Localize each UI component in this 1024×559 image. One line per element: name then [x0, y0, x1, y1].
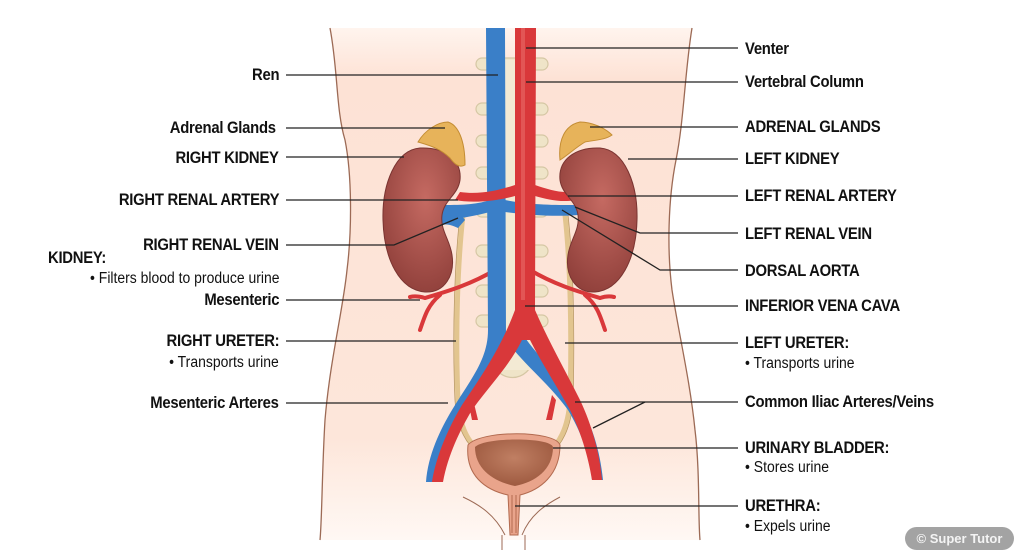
leader-lines-right — [515, 47, 738, 507]
label-vertebral-column: Vertebral Column — [745, 73, 864, 91]
label-dorsal-aorta: DORSAL AORTA — [745, 262, 860, 280]
label-right-kidney: RIGHT KIDNEY — [175, 149, 279, 167]
label-kidney-note: • Filters blood to produce urine — [89, 270, 279, 287]
label-right-renal-artery: RIGHT RENAL ARTERY — [118, 191, 280, 209]
label-right-ureter: RIGHT URETER: — [166, 332, 279, 350]
kidneys — [382, 147, 638, 293]
label-adrenal-glands-left: ADRENAL GLANDS — [745, 118, 881, 136]
label-left-renal-vein: LEFT RENAL VEIN — [745, 225, 872, 243]
bladder-urethra — [467, 433, 561, 536]
label-inferior-vena-cava: INFERIOR VENA CAVA — [745, 297, 900, 315]
label-common-iliac: Common Iliac Arteres/Veins — [745, 393, 934, 411]
label-adrenal-glands-right: Adrenal Glands — [170, 119, 276, 137]
label-mesenteric: Mesenteric — [204, 291, 279, 309]
label-ren: Ren — [251, 66, 280, 84]
label-venter: Venter — [745, 40, 789, 58]
ureters — [454, 214, 574, 455]
label-urinary-bladder-note: • Stores urine — [745, 459, 829, 476]
label-mesenteric-arteres: Mesenteric Arteres — [150, 394, 280, 412]
label-left-ureter-note: • Transports urine — [745, 355, 855, 372]
label-left-kidney: LEFT KIDNEY — [745, 150, 840, 168]
label-right-ureter-note: • Transports urine — [169, 354, 279, 371]
label-right-renal-vein: RIGHT RENAL VEIN — [143, 236, 279, 254]
watermark-badge: © Super Tutor — [905, 527, 1014, 550]
label-urinary-bladder: URINARY BLADDER: — [745, 439, 890, 457]
label-urethra: URETHRA: — [745, 497, 821, 515]
label-urethra-note: • Expels urine — [745, 518, 831, 535]
adrenal-glands — [417, 121, 613, 167]
label-left-ureter: LEFT URETER: — [745, 334, 850, 352]
label-kidney-title: KIDNEY: — [48, 249, 107, 267]
mesenteric-arteries — [408, 268, 616, 332]
leader-lines-left — [286, 74, 498, 404]
label-left-renal-artery: LEFT RENAL ARTERY — [745, 187, 897, 205]
